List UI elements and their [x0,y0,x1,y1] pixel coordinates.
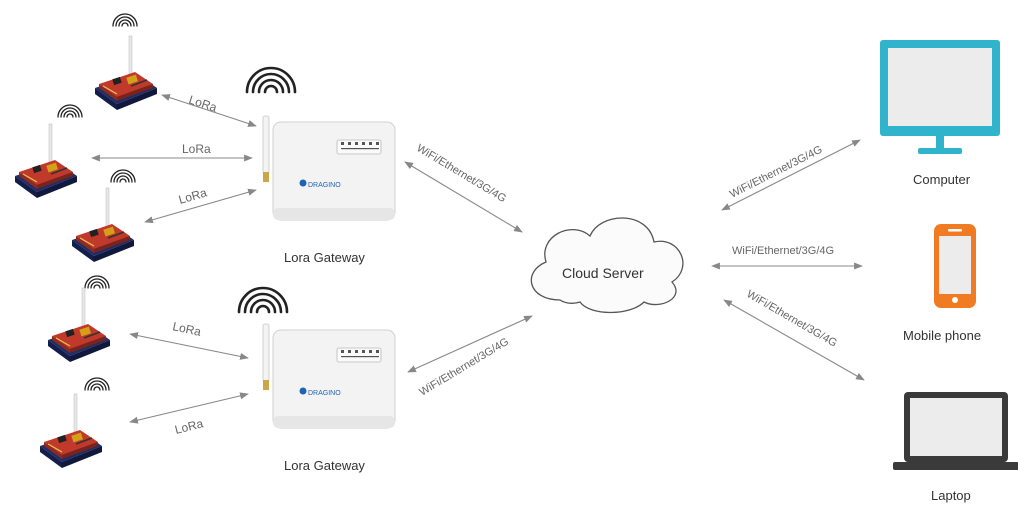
lora-link-2: LoRa [91,142,253,162]
gateway-device [262,115,396,221]
lora-link-1: LoRa [161,93,257,127]
svg-text:LoRa: LoRa [187,93,219,115]
phone-icon [934,224,976,308]
computer: Computer [880,40,1000,187]
wifi-icon [237,286,289,314]
wan-link-mobile: WiFi/Ethernet/3G/4G [711,245,863,270]
wan-link-computer: WiFi/Ethernet/3G/4G [721,139,861,211]
svg-text:LoRa: LoRa [182,142,211,156]
svg-text:LoRa: LoRa [177,185,209,206]
svg-text:WiFi/Ethernet/3G/4G: WiFi/Ethernet/3G/4G [745,288,839,349]
gateway-brand: DRAGINO [308,390,341,397]
cloud-server: Cloud Server [530,217,684,314]
lora-node-2 [14,104,83,199]
gateway-brand: DRAGINO [308,182,341,189]
lora-link-5: LoRa [129,392,249,437]
gateway-upper: DRAGINO Lora Gateway [245,66,396,265]
wifi-icon [245,66,297,94]
wan-link-gateway-upper: WiFi/Ethernet/3G/4G [404,142,523,233]
lora-node-5 [39,377,110,469]
gateway-device [262,323,396,429]
gateway-caption: Lora Gateway [284,250,365,265]
svg-text:WiFi/Ethernet/3G/4G: WiFi/Ethernet/3G/4G [417,336,511,399]
laptop-label: Laptop [931,488,971,503]
lora-link-3: LoRa [144,185,257,224]
svg-text:WiFi/Ethernet/3G/4G: WiFi/Ethernet/3G/4G [728,144,824,201]
wan-link-laptop: WiFi/Ethernet/3G/4G [723,288,865,381]
wan-link-gateway-lower: WiFi/Ethernet/3G/4G [407,315,533,399]
lora-node-4 [47,275,111,363]
cloud-label: Cloud Server [562,265,644,281]
svg-text:LoRa: LoRa [173,416,205,437]
gateway-lower: DRAGINO Lora Gateway [237,286,396,473]
svg-text:LoRa: LoRa [171,319,202,339]
lora-node-1 [94,13,158,111]
gateway-caption: Lora Gateway [284,458,365,473]
mobile-phone-label: Mobile phone [903,328,981,343]
mobile-phone: Mobile phone [903,224,981,343]
monitor-icon [880,40,1000,154]
computer-label: Computer [913,172,971,187]
svg-text:WiFi/Ethernet/3G/4G: WiFi/Ethernet/3G/4G [732,245,834,257]
cloud-icon [530,217,684,314]
laptop: Laptop [893,392,1018,503]
lora-node-3 [71,169,136,263]
lora-link-4: LoRa [129,319,249,360]
laptop-icon [893,392,1018,470]
